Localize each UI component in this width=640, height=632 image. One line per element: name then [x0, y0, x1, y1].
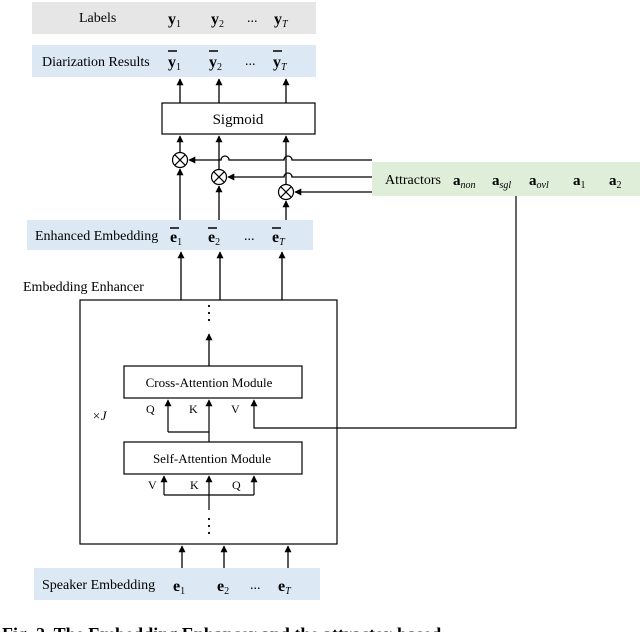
self-to-cross-arrows — [164, 399, 213, 442]
svg-text:anon: anon — [453, 173, 476, 191]
attractors-box — [372, 162, 640, 196]
enhancer-title: Embedding Enhancer — [23, 280, 144, 295]
cross-v-label: V — [231, 402, 240, 416]
sigmoid-label: Sigmoid — [213, 112, 264, 128]
multiply-icon — [277, 183, 295, 201]
attractor-a-ovl: a — [529, 173, 537, 189]
self-attention-box — [123, 441, 303, 475]
svg-text:e1: e1 — [173, 578, 185, 597]
input-to-self-arrows — [160, 475, 258, 510]
self-q-label: Q — [232, 478, 241, 492]
attractor-a2: a — [609, 173, 617, 189]
speaker-ellipsis: ... — [250, 578, 261, 593]
svg-text:a2: a2 — [609, 173, 622, 191]
enhanced-ellipsis: ... — [244, 229, 255, 244]
svg-text:eT: eT — [272, 229, 286, 248]
figure-caption: Fig. 2. The Embedding Enhancer and the a… — [2, 624, 441, 632]
enhancer-output-arrows — [177, 251, 286, 300]
labels-row-box — [32, 2, 316, 34]
attractor-items: anon asgl aovl a1 a2 — [453, 173, 622, 191]
svg-text:e2: e2 — [217, 578, 229, 597]
svg-text:asgl: asgl — [492, 173, 511, 191]
svg-text:yT: yT — [273, 54, 288, 73]
speaker-eT: e — [278, 578, 285, 595]
result-y2: y — [209, 54, 217, 71]
enhanced-row-box — [27, 220, 313, 250]
svg-text:y1: y1 — [168, 54, 181, 73]
svg-text:eT: eT — [278, 578, 292, 597]
enhanced-row-label: Enhanced Embedding — [35, 229, 158, 244]
self-v-label: V — [148, 478, 157, 492]
label-y1: y — [168, 11, 176, 28]
sigmoid-output-arrows — [176, 78, 290, 103]
enhanced-eT: e — [272, 229, 279, 246]
attractor-arrows — [188, 155, 372, 196]
enhanced-row-items: e1 e2 ... eT — [170, 227, 286, 248]
svg-text:aovl: aovl — [529, 173, 549, 191]
cross-attention-label: Cross-Attention Module — [146, 375, 273, 390]
attractors-label: Attractors — [385, 173, 441, 188]
labels-row-items: y1 y2 ... yT — [168, 11, 289, 30]
sigmoid-box — [161, 102, 316, 135]
svg-text:e2: e2 — [208, 229, 220, 248]
self-attention-label: Self-Attention Module — [153, 451, 271, 466]
label-ellipsis: ... — [247, 11, 258, 26]
svg-text:y2: y2 — [211, 11, 224, 30]
result-ellipsis: ... — [245, 54, 256, 69]
multiply-icon — [171, 151, 189, 169]
multiply-ops — [171, 151, 295, 201]
cross-k-label: K — [189, 402, 198, 416]
speaker-row-label: Speaker Embedding — [42, 578, 155, 593]
attractor-a-sgl: a — [492, 173, 500, 189]
cross-q-label: Q — [146, 402, 155, 416]
labels-row-label: Labels — [79, 11, 116, 26]
svg-text:e1: e1 — [170, 229, 182, 248]
result-yT: y — [273, 54, 281, 71]
speaker-e2: e — [217, 578, 224, 595]
label-yT: y — [274, 11, 282, 28]
speaker-input-arrows — [178, 545, 292, 568]
diarization-row-items: y1 y2 ... yT — [168, 50, 288, 73]
stack-continuation-dots — [207, 304, 211, 535]
product-arrows — [176, 135, 290, 184]
result-y1: y — [168, 54, 176, 71]
label-y2: y — [211, 11, 219, 28]
svg-text:y2: y2 — [209, 54, 222, 73]
enhanced-to-multiply-arrows — [176, 168, 290, 220]
attractor-a1: a — [573, 173, 581, 189]
svg-text:yT: yT — [274, 11, 289, 30]
enhanced-e1: e — [170, 229, 177, 246]
speaker-e1: e — [173, 578, 180, 595]
attractor-a-non: a — [453, 173, 461, 189]
multiply-icon — [210, 168, 228, 186]
speaker-row-box — [34, 568, 320, 600]
enhancer-box — [79, 299, 338, 545]
cross-attention-box — [123, 365, 303, 399]
attractor-to-cross-attention-line — [250, 196, 517, 429]
speaker-row-items: e1 e2 ... eT — [173, 578, 292, 597]
self-k-label: K — [190, 478, 199, 492]
svg-text:a1: a1 — [573, 173, 586, 191]
enhanced-e2: e — [208, 229, 215, 246]
diarization-row-label: Diarization Results — [42, 55, 150, 70]
repeat-label: ×J — [92, 408, 108, 423]
svg-text:y1: y1 — [168, 11, 181, 30]
